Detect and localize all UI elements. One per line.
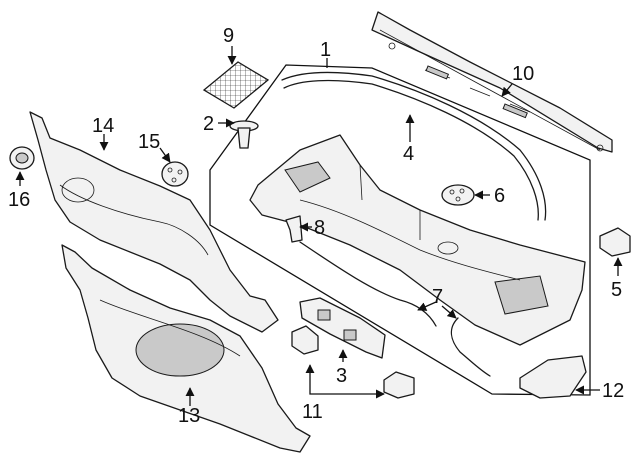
callout-7: 7 [432,286,443,308]
hose-right [450,317,491,377]
filter-screen [202,61,270,109]
callout-9: 9 [223,25,234,47]
clip-11-right [383,371,415,399]
callout-11: 11 [302,401,323,423]
callout-13: 13 [178,405,200,427]
cowl-panel [249,134,586,346]
leader-15 [159,147,171,163]
bracket-5 [599,227,631,257]
callout-2: 2 [203,113,214,135]
clip-8 [285,215,303,243]
callout-3: 3 [336,365,347,387]
callout-16: 16 [8,189,30,211]
callout-5: 5 [611,279,622,301]
callout-15: 15 [138,131,160,153]
cowl-seal-strip [371,11,613,153]
leader-10 [501,83,513,97]
grommet-15 [161,161,189,187]
assembly-frame [209,64,591,396]
callout-1: 1 [320,39,331,61]
plug-16 [9,146,35,170]
callout-14: 14 [92,115,114,137]
hose-left [299,241,437,327]
grommet-6 [441,184,475,206]
leader-11 [305,364,385,399]
leader-7b [441,305,457,319]
leader-7 [417,301,437,311]
weatherstrip [281,71,547,221]
callout-6: 6 [494,185,505,207]
callout-12: 12 [602,380,624,402]
callout-4: 4 [403,143,414,165]
insulator-upper [29,111,279,333]
callout-8: 8 [314,217,325,239]
clip-11-left [291,325,319,355]
bracket-12 [519,355,587,399]
push-pin [229,120,259,149]
callout-10: 10 [512,63,534,85]
